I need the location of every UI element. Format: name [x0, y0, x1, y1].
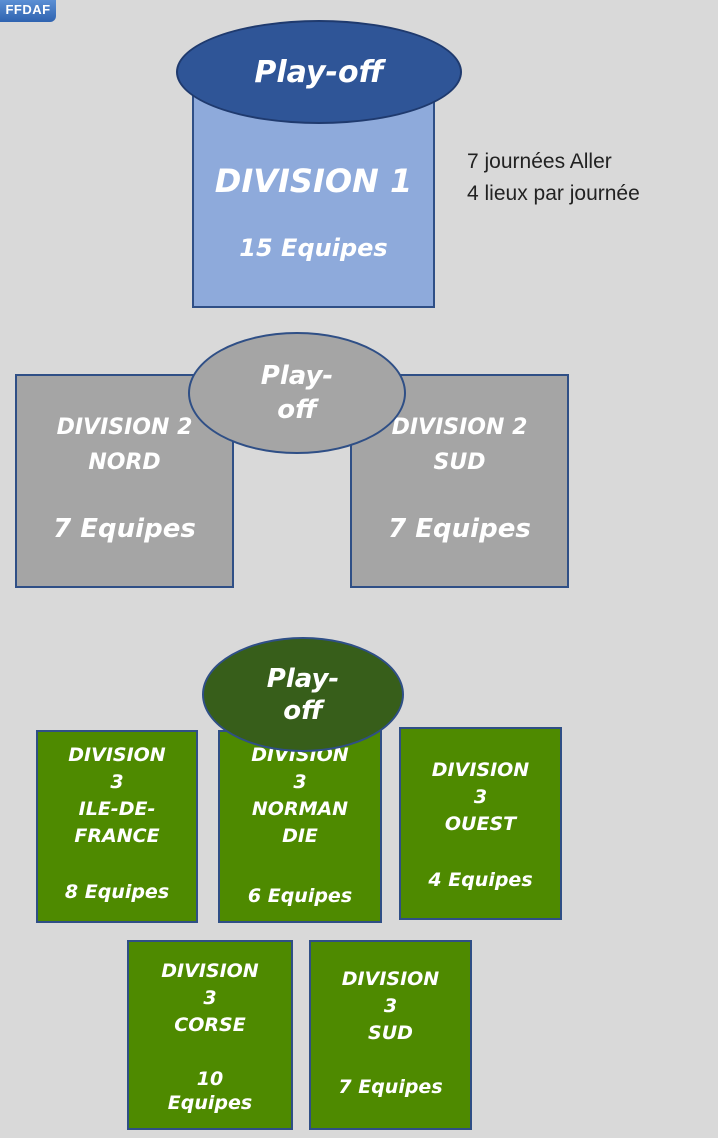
division-3-sud-box: DIVISION 3 SUD 7 Equipes [309, 940, 472, 1130]
ffdaf-logo-badge: FFDAF [0, 0, 56, 22]
division-2-playoff-line-1: Play- [260, 361, 334, 391]
division-3-corse-teams-line-1: 10 [196, 1068, 224, 1090]
division-3-playoff-line-2: off [283, 695, 323, 726]
division-1-playoff-ellipse: Play-off [176, 20, 462, 124]
division-3-ouest-box: DIVISION 3 OUEST 4 Equipes [399, 727, 562, 920]
division-3-normandie-title-line-2: 3 [293, 771, 307, 793]
division-3-playoff-ellipse: Play- off [202, 637, 404, 752]
division-3-ouest-teams: 4 Equipes [428, 869, 533, 891]
division-2-playoff-ellipse: Play- off [188, 332, 406, 454]
division-3-normandie-title-line-4: DIE [282, 825, 318, 847]
division-3-idf-teams: 8 Equipes [64, 881, 170, 903]
division-3-sud-teams: 7 Equipes [338, 1076, 443, 1098]
division-3-idf-title-line-1: DIVISION [68, 744, 166, 766]
division-1-playoff-label: Play-off [254, 54, 384, 90]
division-2-nord-title-line-1: DIVISION 2 [56, 415, 193, 440]
schedule-note: 7 journées Aller 4 lieux par journée [467, 146, 640, 210]
division-3-ouest-title-line-2: 3 [473, 786, 488, 808]
division-3-idf-title-line-3: ILE-DE- [78, 798, 156, 820]
division-3-playoff-line-1: Play- [266, 663, 340, 694]
division-1-teams: 15 Equipes [239, 233, 388, 262]
division-3-normandie-box: DIVISION 3 NORMAN DIE 6 Equipes [218, 730, 382, 923]
division-3-idf-title-line-4: FRANCE [74, 825, 160, 847]
division-2-nord-title-line-2: NORD [88, 450, 161, 475]
division-3-sud-title-line-2: 3 [383, 995, 398, 1017]
division-2-sud-teams: 7 Equipes [388, 514, 531, 544]
division-2-nord-teams: 7 Equipes [53, 514, 196, 544]
note-line-2: 4 lieux par journée [467, 182, 640, 205]
division-1-title: DIVISION 1 [214, 161, 413, 200]
division-3-normandie-teams: 6 Equipes [247, 885, 353, 907]
division-3-normandie-title-line-3: NORMAN [251, 798, 349, 820]
division-3-corse-title-line-2: 3 [203, 987, 217, 1009]
note-line-1: 7 journées Aller [467, 150, 612, 173]
division-3-sud-title-line-1: DIVISION [341, 968, 440, 990]
division-3-corse-teams-line-2: Equipes [167, 1092, 253, 1114]
division-3-corse-box: DIVISION 3 CORSE 10 Equipes [127, 940, 293, 1130]
division-3-ouest-title-line-1: DIVISION [431, 759, 530, 781]
division-3-corse-title-line-3: CORSE [174, 1014, 246, 1036]
division-3-corse-title-line-1: DIVISION [161, 960, 259, 982]
division-3-ouest-title-line-3: OUEST [444, 813, 517, 835]
division-2-sud-title-line-1: DIVISION 2 [391, 415, 528, 440]
division-3-idf-title-line-2: 3 [110, 771, 124, 793]
division-2-playoff-line-2: off [277, 395, 317, 425]
division-3-sud-title-line-3: SUD [368, 1022, 413, 1044]
division-1-box: DIVISION 1 15 Equipes [192, 95, 435, 308]
division-2-sud-title-line-2: SUD [433, 450, 486, 475]
division-3-ile-de-france-box: DIVISION 3 ILE-DE- FRANCE 8 Equipes [36, 730, 198, 923]
